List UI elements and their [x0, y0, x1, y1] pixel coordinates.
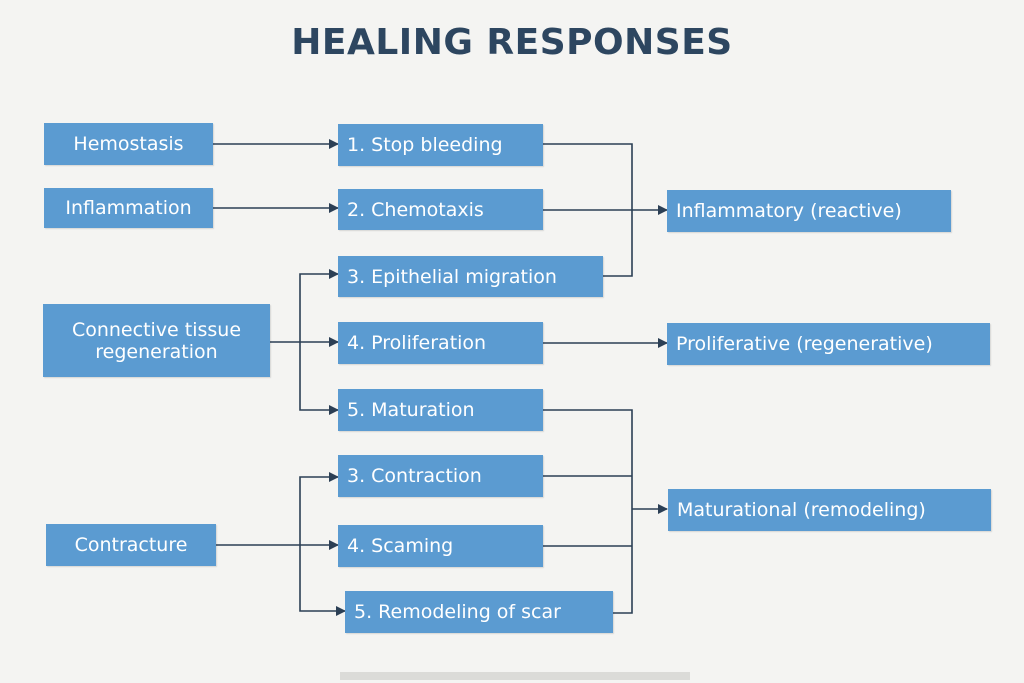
step-epithelial-migration-label: 3. Epithelial migration	[347, 265, 557, 288]
phase-proliferative-box: Proliferative (regenerative)	[667, 323, 990, 365]
phase-inflammatory-box: Inflammatory (reactive)	[667, 190, 951, 232]
hemostasis-label: Hemostasis	[73, 133, 184, 155]
step-scaming-label: 4. Scaming	[347, 535, 454, 557]
connective-tissue-label-line2: regeneration	[95, 340, 218, 363]
step-remodeling-of-scar-label: 5. Remodeling of scar	[354, 601, 561, 623]
step-chemotaxis-box: 2. Chemotaxis	[338, 189, 543, 230]
step-remodeling-of-scar-box: 5. Remodeling of scar	[345, 591, 613, 633]
phase-maturational-box: Maturational (remodeling)	[668, 489, 991, 531]
branch-contracture-contraction	[299, 472, 339, 545]
step-chemotaxis-label: 2. Chemotaxis	[347, 198, 484, 221]
inflammation-label: Inflammation	[65, 197, 192, 219]
step-epithelial-migration-box: 3. Epithelial migration	[338, 256, 603, 297]
branch-contracture-remodeling	[299, 545, 346, 616]
connective-tissue-label-line1: Connective tissue	[71, 318, 242, 341]
branch-connective-maturation	[299, 342, 339, 415]
footer-caption-fragment	[340, 672, 690, 680]
connective-tissue-box: Connective tissue regeneration	[43, 304, 270, 377]
step-stop-bleeding-label: 1. Stop bleeding	[347, 134, 503, 156]
step-maturation-label: 5. Maturation	[347, 399, 475, 421]
step-contraction-box: 3. Contraction	[338, 455, 543, 497]
diagram-title: HEALING RESPONSES	[291, 22, 733, 63]
step-proliferation-label: 4. Proliferation	[347, 332, 487, 354]
phase-maturational-label: Maturational (remodeling)	[677, 499, 926, 521]
contracture-label: Contracture	[74, 534, 188, 556]
connector-maturation	[543, 409, 633, 614]
hemostasis-box: Hemostasis	[44, 123, 213, 165]
branch-connective-vertical	[299, 269, 339, 342]
step-maturation-box: 5. Maturation	[338, 389, 543, 431]
contracture-box: Contracture	[46, 524, 216, 566]
step-scaming-box: 4. Scaming	[338, 525, 543, 567]
phase-proliferative-label: Proliferative (regenerative)	[676, 333, 933, 355]
phase-inflammatory-label: Inflammatory (reactive)	[676, 200, 902, 222]
inflammation-box: Inflammation	[44, 188, 213, 228]
step-contraction-label: 3. Contraction	[347, 465, 482, 487]
step-stop-bleeding-box: 1. Stop bleeding	[338, 124, 543, 166]
step-proliferation-box: 4. Proliferation	[338, 322, 543, 364]
